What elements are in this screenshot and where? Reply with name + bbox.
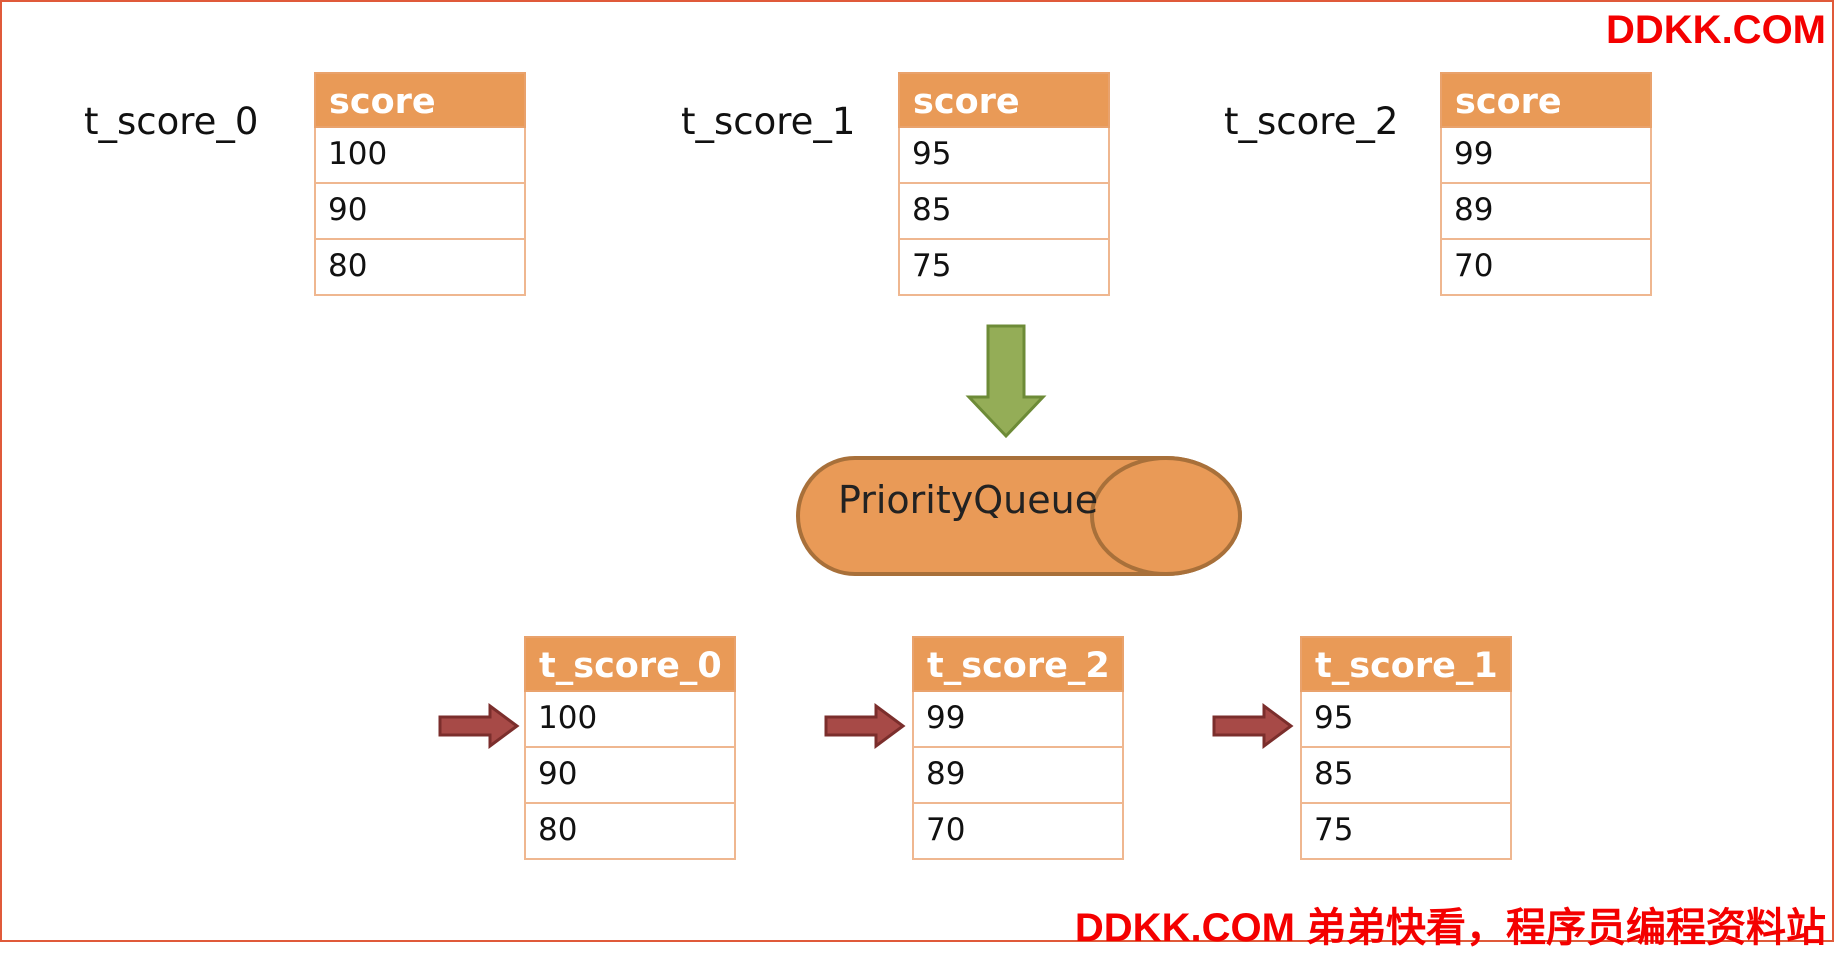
table-cell: 80 [524, 804, 736, 860]
result-table-2: t_score_1 95 85 75 [1300, 636, 1512, 860]
table-header: score [314, 72, 526, 128]
table-header: score [898, 72, 1110, 128]
priority-queue-label: PriorityQueue [838, 478, 1099, 522]
table-cell: 100 [314, 128, 526, 184]
result-table-0: t_score_0 100 90 80 [524, 636, 736, 860]
table-cell: 99 [912, 692, 1124, 748]
table-header: t_score_0 [524, 636, 736, 692]
source-label-0: t_score_0 [84, 100, 259, 143]
table-cell: 95 [898, 128, 1110, 184]
table-cell: 89 [912, 748, 1124, 804]
right-arrow-icon [824, 703, 906, 749]
source-label-2: t_score_2 [1224, 100, 1399, 143]
watermark-top: DDKK.COM [1606, 8, 1826, 52]
table-cell: 75 [898, 240, 1110, 296]
table-cell: 70 [1440, 240, 1652, 296]
watermark-bottom: DDKK.COM 弟弟快看，程序员编程资料站 [1074, 906, 1826, 950]
table-cell: 80 [314, 240, 526, 296]
cylinder-icon [796, 456, 1242, 576]
table-header: score [1440, 72, 1652, 128]
table-cell: 70 [912, 804, 1124, 860]
table-cell: 100 [524, 692, 736, 748]
table-cell: 90 [314, 184, 526, 240]
table-header: t_score_2 [912, 636, 1124, 692]
table-header: t_score_1 [1300, 636, 1512, 692]
source-table-2: score 99 89 70 [1440, 72, 1652, 296]
table-cell: 75 [1300, 804, 1512, 860]
source-table-1: score 95 85 75 [898, 72, 1110, 296]
table-cell: 95 [1300, 692, 1512, 748]
source-table-0: score 100 90 80 [314, 72, 526, 296]
down-arrow-icon [965, 324, 1047, 439]
right-arrow-icon [1212, 703, 1294, 749]
result-table-1: t_score_2 99 89 70 [912, 636, 1124, 860]
table-cell: 90 [524, 748, 736, 804]
table-cell: 85 [1300, 748, 1512, 804]
table-cell: 99 [1440, 128, 1652, 184]
source-label-1: t_score_1 [681, 100, 856, 143]
table-cell: 89 [1440, 184, 1652, 240]
table-cell: 85 [898, 184, 1110, 240]
right-arrow-icon [438, 703, 520, 749]
